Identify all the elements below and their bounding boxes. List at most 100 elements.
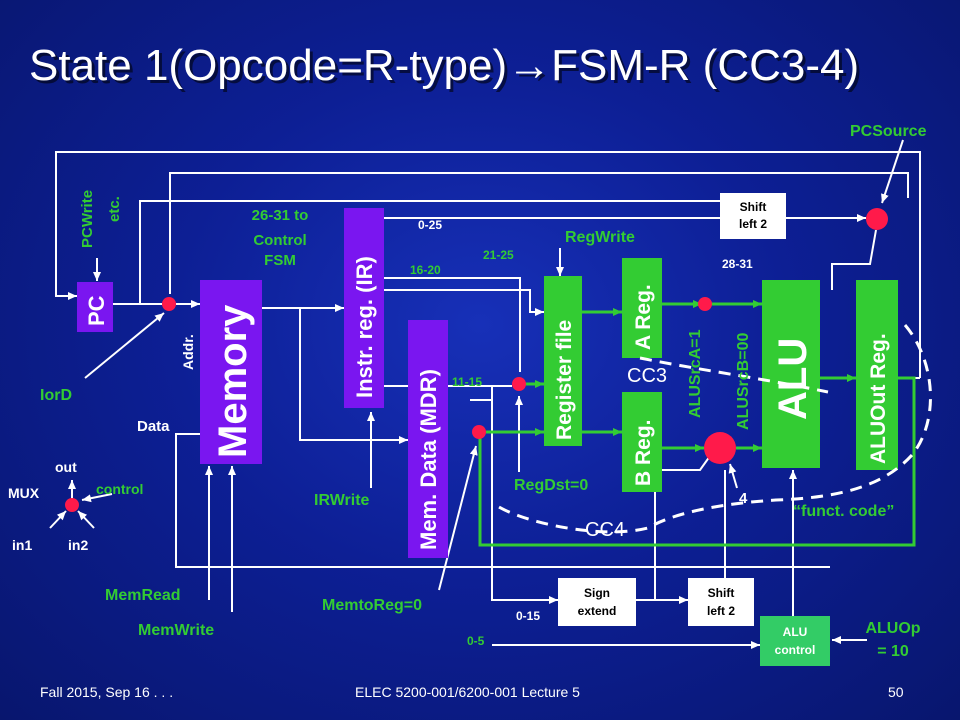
bits-21-25-label: 21-25 [483, 248, 514, 262]
wire-aluout-writeback [478, 376, 916, 547]
legend-in2-label: in2 [68, 537, 88, 553]
pcwrite-etc-label: etc. [106, 196, 123, 222]
shift-left-top-label-1: Shift [740, 200, 767, 214]
four-arrow [728, 463, 738, 489]
mux-alusrca [698, 297, 712, 311]
memwrite-label: MemWrite [138, 622, 214, 639]
wire-ir-0-15 [491, 386, 558, 604]
legend-mux-label: MUX [8, 485, 40, 501]
footer-page-number: 50 [888, 684, 904, 700]
shift-left-top-label-2: left 2 [739, 217, 767, 231]
mux-dots [65, 208, 888, 512]
bits-0-5-label: 0-5 [467, 634, 485, 648]
irwrite-label: IRWrite [314, 492, 370, 509]
pcsource-label: PCSource [850, 123, 927, 140]
bits-28-31-label: 28-31 [722, 257, 753, 271]
a-register [622, 258, 662, 358]
aluop-label-2: = 10 [877, 643, 909, 660]
mux-alusrcb [704, 432, 736, 464]
funct-code-label: “funct. code” [793, 503, 894, 520]
wire-signext-to-alumux [654, 455, 711, 600]
pcwrite-label: PCWrite [79, 190, 96, 248]
iord-arrow [84, 312, 165, 379]
diagram-labels: PCWrite etc. Addr. Data IorD 26-31 to Co… [40, 123, 927, 660]
memread-label: MemRead [105, 587, 181, 604]
cc3-label: CC3 [627, 365, 667, 387]
control-fsm-label-2: Control [253, 232, 306, 249]
b-register-label: B Reg. [632, 419, 655, 486]
iord-label: IorD [40, 387, 72, 404]
white-wires [49, 139, 921, 649]
alusrcb-label: ALUSrcB=00 [735, 333, 752, 430]
mux-memtoreg [472, 425, 486, 439]
register-file [544, 276, 582, 446]
green-wires [478, 300, 916, 547]
four-label: 4 [739, 490, 748, 507]
footer-date: Fall 2015, Sep 16 . . . [40, 684, 173, 700]
mux-legend: out MUX control in1 in2 [8, 459, 143, 553]
alu-control-label-2: control [775, 643, 816, 657]
alu-label: ALU [771, 338, 815, 420]
sign-extend-block [558, 578, 636, 626]
wire-alu-to-pcmux [831, 229, 877, 290]
alu-control-label-1: ALU [783, 625, 808, 639]
sign-extend-label-2: extend [578, 604, 617, 618]
memory-block [200, 280, 262, 464]
legend-mux-dot [65, 498, 79, 512]
wire-alu-to-addr-mux [169, 172, 909, 294]
shift-left-bottom [688, 578, 754, 626]
cc3-boundary [639, 356, 829, 394]
bits-0-15-label: 0-15 [516, 609, 540, 623]
regdst-label: RegDst=0 [514, 477, 588, 494]
memory-label: Memory [211, 304, 255, 458]
mux-regdst [512, 377, 526, 391]
wire-aluout-to-pc [55, 151, 921, 378]
data-label: Data [137, 418, 170, 435]
wire-ir-16-20 [384, 277, 521, 372]
bits-16-20-label: 16-20 [410, 263, 441, 277]
shift-left-top [720, 193, 786, 239]
alu-block [762, 280, 820, 468]
legend-in2-arrow [77, 510, 95, 529]
instruction-register-label: Instr. reg. (IR) [352, 256, 377, 398]
addr-label: Addr. [180, 334, 196, 370]
b-register [622, 392, 662, 492]
alu-control-block [760, 616, 830, 666]
alusrca-label: ALUSrcA=1 [687, 329, 704, 418]
sign-extend-label-1: Sign [584, 586, 610, 600]
bits-0-25-label: 0-25 [418, 218, 442, 232]
aluout-register [856, 280, 898, 470]
legend-in1-label: in1 [12, 537, 32, 553]
cc4-label: CC4 [585, 519, 625, 541]
wire-data-loop [175, 433, 830, 568]
pcsource-arrow [881, 139, 904, 204]
legend-control-label: control [96, 481, 143, 497]
control-fsm-label-3: FSM [264, 252, 296, 269]
memtoreg-label: MemtoReg=0 [322, 597, 422, 614]
wire-pc-to-shift [139, 200, 720, 304]
page-title-shadow: State 1(Opcode=R-type)→FSM-R (CC3-4) [32, 44, 862, 93]
register-file-label: Register file [553, 320, 576, 440]
aluout-register-label: ALUOut Reg. [867, 333, 890, 464]
legend-out-label: out [55, 459, 77, 475]
a-register-label: A Reg. [632, 284, 655, 350]
shift-left-bottom-label-1: Shift [708, 586, 735, 600]
page-title: State 1(Opcode=R-type)→FSM-R (CC3-4) [29, 41, 859, 90]
memory-data-register [408, 320, 448, 558]
shift-left-bottom-label-2: left 2 [707, 604, 735, 618]
mux-pcsource [866, 208, 888, 230]
regwrite-label: RegWrite [565, 229, 635, 246]
wire-ir-21-25 [384, 289, 544, 316]
memtoreg-arrow [438, 445, 478, 591]
mux-iord [162, 297, 176, 311]
aluop-label-1: ALUOp [865, 620, 920, 637]
legend-control-arrow [81, 493, 113, 503]
legend-in1-arrow [49, 510, 67, 529]
cc4-boundary [493, 324, 932, 534]
control-fsm-label-1: 26-31 to [252, 207, 309, 224]
pc-register [77, 282, 113, 332]
instruction-register [344, 208, 384, 408]
footer-course: ELEC 5200-001/6200-001 Lecture 5 [355, 684, 580, 700]
bits-11-15-label: 11-15 [452, 375, 482, 389]
